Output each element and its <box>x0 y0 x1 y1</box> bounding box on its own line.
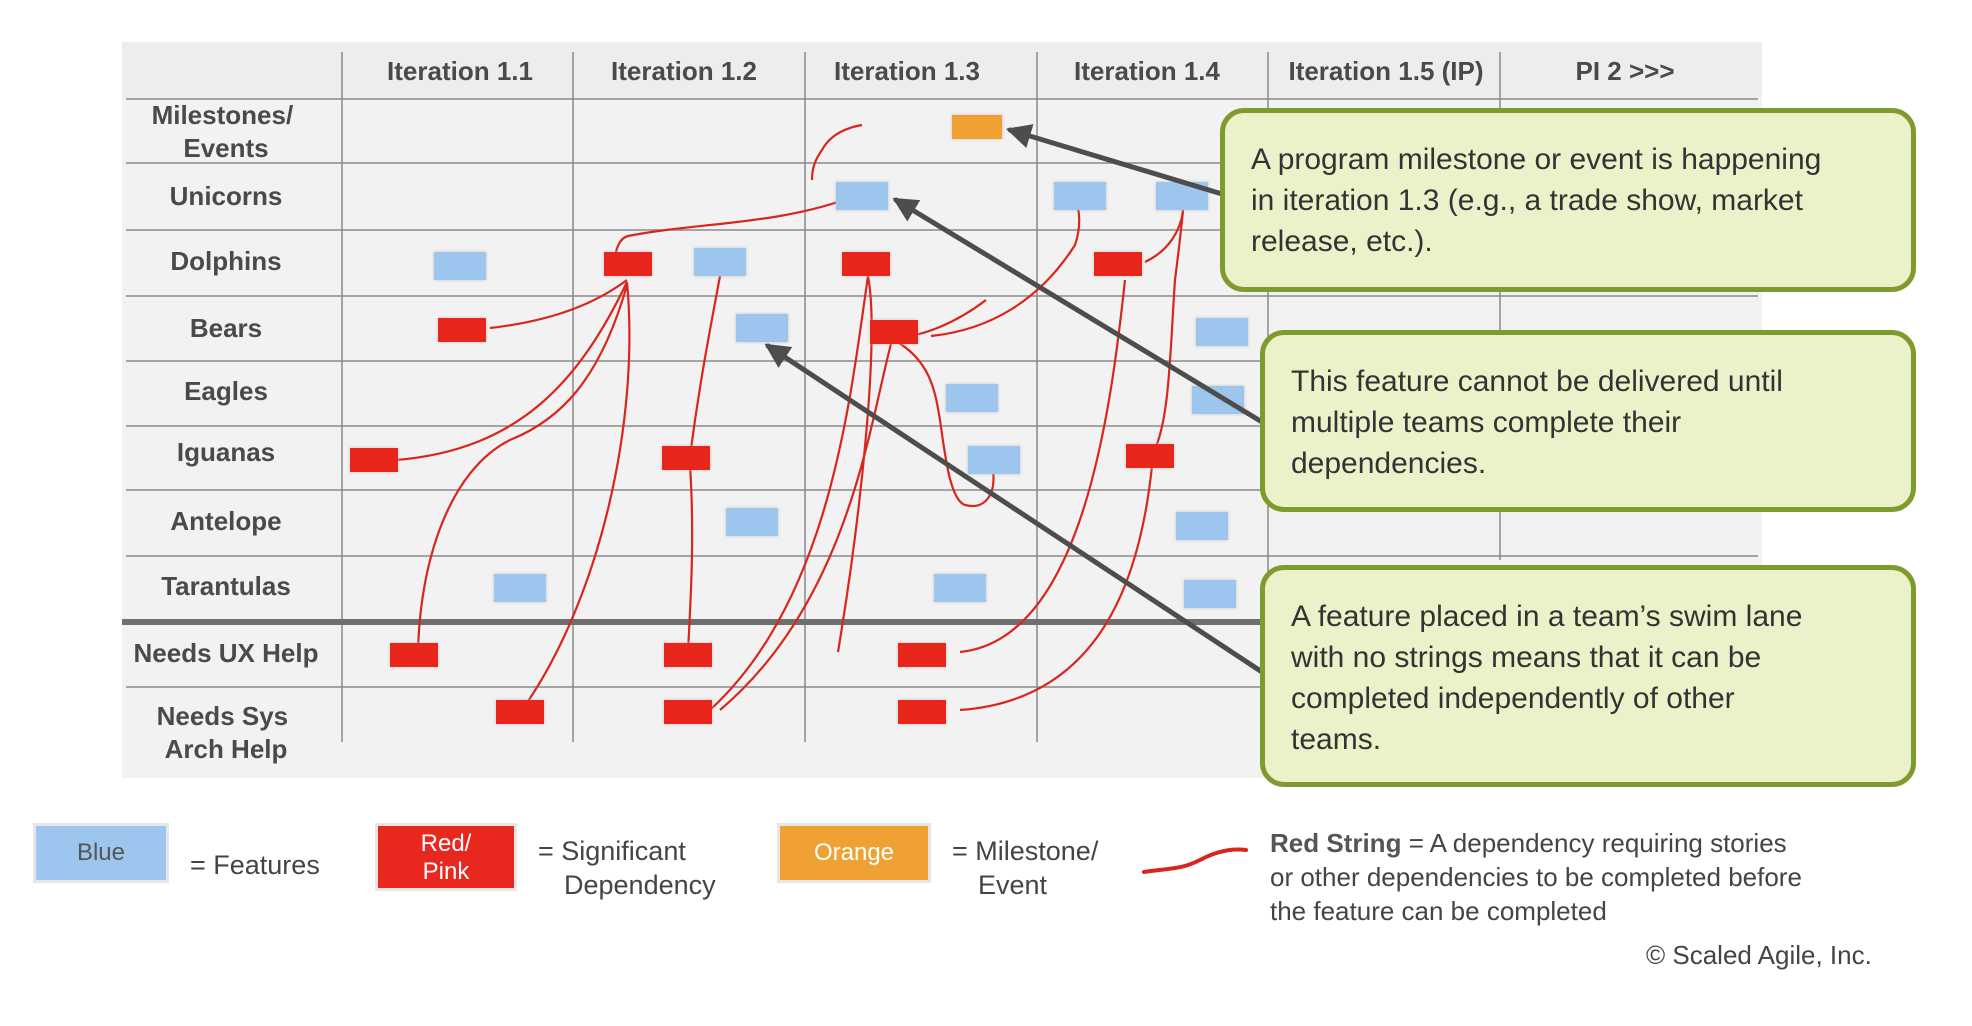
dependency-string <box>810 123 863 181</box>
lane-label-milestones: Milestones/ Events <box>152 100 301 163</box>
dependency-string <box>416 284 629 653</box>
dependency-string <box>688 275 722 457</box>
board-header-background <box>122 42 1762 98</box>
dependency-string <box>959 465 1154 712</box>
feature-cards <box>434 182 1248 608</box>
column-header: Iteration 1.3 <box>834 56 980 86</box>
feature-card <box>1054 182 1106 210</box>
feature-card <box>726 508 778 536</box>
dependency-string <box>959 279 1127 654</box>
dependency-card <box>350 448 398 472</box>
callout-arrows <box>764 124 1265 675</box>
dependency-card <box>898 700 946 724</box>
callout-multiple-dependencies: This feature cannot be delivered until m… <box>1260 330 1916 512</box>
feature-card <box>494 574 546 602</box>
feature-card <box>946 384 998 412</box>
dependency-string <box>836 275 873 653</box>
lane-label-antelope: Antelope <box>170 506 281 536</box>
feature-card <box>434 252 486 280</box>
column-header: Iteration 1.4 <box>1074 56 1220 86</box>
callout-milestone: A program milestone or event is happenin… <box>1220 108 1916 292</box>
milestone-card <box>952 115 1002 139</box>
lane-label-needs-sys-arch-help: Needs Sys Arch Help <box>157 701 296 764</box>
feature-card <box>736 314 788 342</box>
feature-card <box>694 248 746 276</box>
callout-arrow <box>764 343 1265 675</box>
dependency-card <box>898 643 946 667</box>
legend-feature-swatch: Blue <box>36 826 166 880</box>
legend-dependency-label: = Significant Dependency <box>538 836 716 900</box>
legend-feature-label: = Features <box>190 850 320 880</box>
lane-label-dolphins: Dolphins <box>170 246 281 276</box>
dependency-card <box>604 252 652 276</box>
lane-label-eagles: Eagles <box>184 376 268 406</box>
dependency-card <box>842 252 890 276</box>
dependency-card <box>438 318 486 342</box>
dependency-string <box>930 207 1081 338</box>
lane-label-bears: Bears <box>190 313 262 343</box>
column-header: Iteration 1.5 (IP) <box>1288 56 1483 86</box>
dependency-string <box>521 281 631 711</box>
red-string-icon <box>1142 847 1248 874</box>
feature-card <box>934 574 986 602</box>
dependency-card <box>664 700 712 724</box>
feature-card <box>1176 512 1228 540</box>
dependency-card <box>1094 252 1142 276</box>
dependency-card <box>390 643 438 667</box>
legend-milestone-label: = Milestone/ Event <box>952 836 1099 900</box>
dependency-card <box>496 700 544 724</box>
dependency-string <box>1149 209 1185 459</box>
legend-dependency-swatch: Red/ Pink <box>378 826 514 888</box>
feature-card <box>1192 386 1244 414</box>
dependency-card <box>664 643 712 667</box>
feature-card <box>836 182 888 210</box>
lane-label-unicorns: Unicorns <box>170 181 283 211</box>
dependency-string <box>395 281 628 462</box>
callout-arrow <box>1006 124 1225 197</box>
dependency-string <box>719 339 894 711</box>
dependency-string <box>686 465 694 653</box>
dependency-cards <box>350 252 1174 724</box>
copyright-notice: © Scaled Agile, Inc. <box>1646 940 1872 970</box>
feature-card <box>1196 318 1248 346</box>
dependency-string <box>613 194 856 259</box>
callout-independent-feature: A feature placed in a team’s swim lane w… <box>1260 565 1916 787</box>
lane-label-needs-ux-help: Needs UX Help <box>134 638 319 668</box>
column-header: PI 2 >>> <box>1575 56 1674 86</box>
legend-milestone-swatch: Orange <box>780 826 928 880</box>
callout-arrow <box>892 197 1265 425</box>
feature-card <box>968 446 1020 474</box>
feature-card <box>1184 580 1236 608</box>
column-header: Iteration 1.1 <box>387 56 533 86</box>
column-header: Iteration 1.2 <box>611 56 757 86</box>
dependency-card <box>662 446 710 470</box>
dependency-string <box>709 275 870 711</box>
swim-lane-labels: Milestones/ Events Unicorns Dolphins Bea… <box>134 100 319 764</box>
legend-red-string-label: Red String = A dependency requiring stor… <box>1270 828 1802 926</box>
dependency-string <box>489 279 628 330</box>
lane-label-tarantulas: Tarantulas <box>161 571 291 601</box>
dependency-card <box>1126 444 1174 468</box>
lane-label-iguanas: Iguanas <box>177 437 275 467</box>
dependency-card <box>870 320 918 344</box>
column-headers: Iteration 1.1 Iteration 1.2 Iteration 1.… <box>387 56 1674 86</box>
